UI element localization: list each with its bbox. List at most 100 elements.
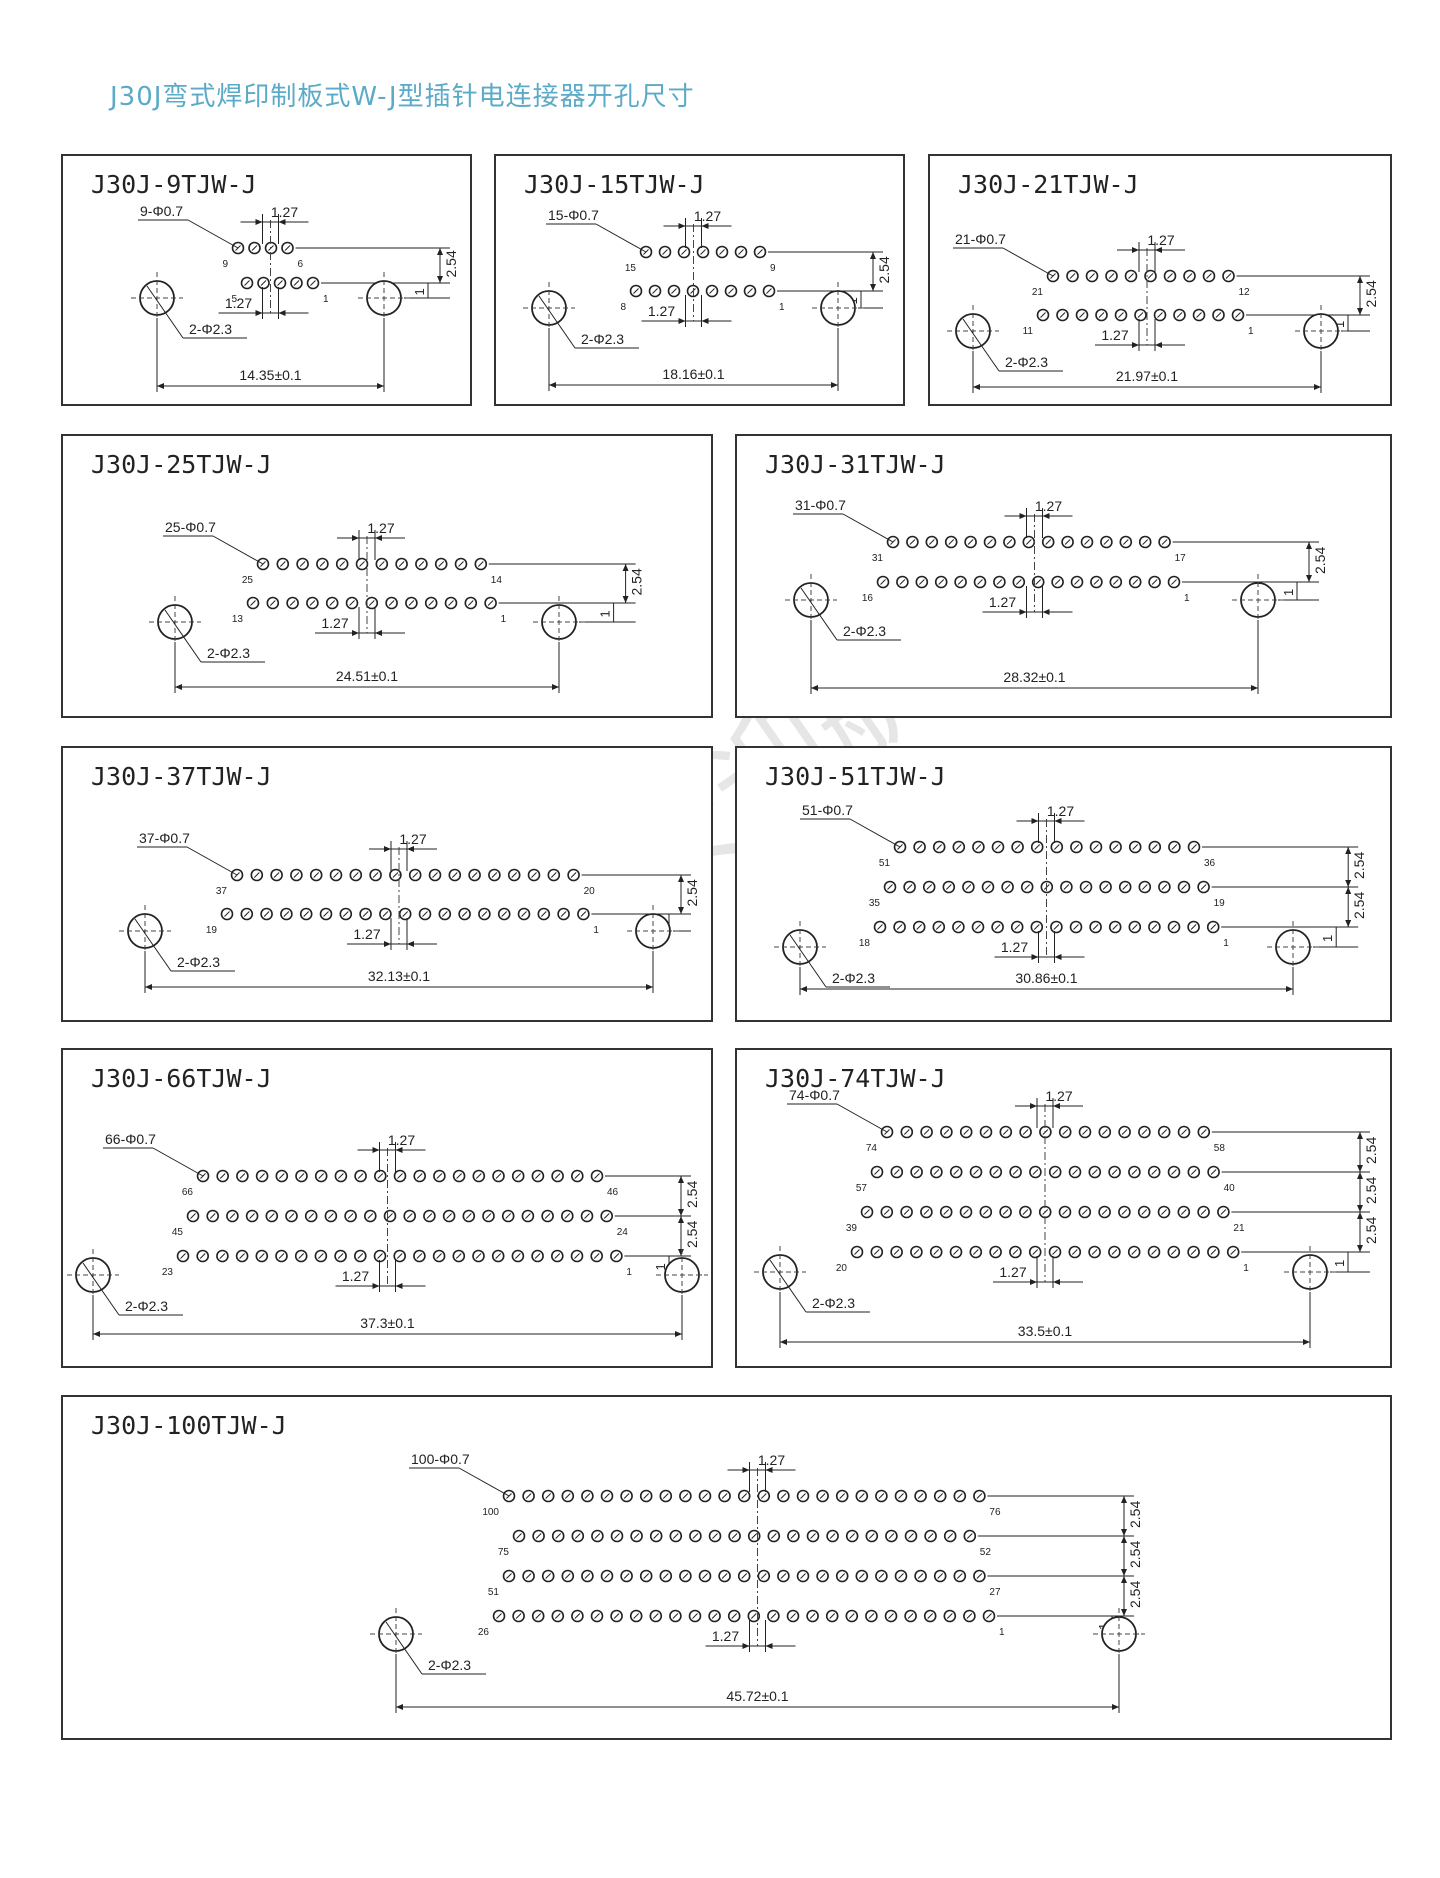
pitch-dimension: 1.27 [1015,1088,1083,1128]
row-pitch-label: 2.54 [1351,892,1367,919]
row-pitch-label: 2.54 [1363,1137,1379,1164]
pin-number-end: 1 [593,925,599,936]
pin-number-start: 16 [862,593,874,604]
pin-diameter-label: 21-Φ0.7 [955,231,1006,247]
overall-width-dimension: 24.51±0.1 [175,668,559,690]
model-label: J30J-37TJW-J [91,762,272,791]
overall-width-dimension: 37.3±0.1 [93,1315,682,1337]
offset-label: 1 [1320,935,1335,942]
pitch-dimension: 1.27 [1016,803,1085,843]
pitch-label: 1.27 [1047,803,1074,819]
overall-width-dimension: 21.97±0.1 [973,368,1321,390]
pitch-dimension-bottom: 1.27 [1095,319,1185,351]
pitch-dimension: 1.27 [357,1132,426,1172]
mount-hole-right [656,1249,708,1340]
pitch-dimension: 1.27 [663,208,732,248]
pin-number-end: 14 [491,575,503,586]
model-label: J30J-15TJW-J [524,170,705,199]
mount-hole-left [67,1249,119,1340]
pin-diameter-leader: 21-Φ0.7 [953,231,1054,277]
pin-diameter-label: 51-Φ0.7 [802,802,853,818]
pitch-dimension: 1.27 [337,520,405,560]
pin-diameter-label: 37-Φ0.7 [139,830,190,846]
pin-diameter-leader: 37-Φ0.7 [137,830,238,876]
offset-label: 1 [598,610,613,617]
pitch-dimension: 1.27 [240,204,309,244]
pin-number-start: 51 [488,1587,500,1598]
mount-diameter-label: 2-Φ2.3 [207,645,250,661]
pitch-label: 1.27 [1035,498,1062,514]
overall-width-label: 24.51±0.1 [336,668,398,684]
pitch-dimension: 1.27 [1004,498,1073,538]
pitch-dimension-bottom: 1.27 [994,931,1085,963]
row-pitch-label: 2.54 [876,256,892,283]
mount-hole-left [947,305,999,393]
pitch-label: 1.27 [1147,232,1174,248]
mount-diameter-leader: 2-Φ2.3 [82,1262,183,1316]
mount-hole-left [370,1608,422,1713]
pin-number-start: 31 [872,553,884,564]
mount-diameter-label: 2-Φ2.3 [843,623,886,639]
pitch-label: 1.27 [999,1264,1026,1280]
mount-diameter-leader: 2-Φ2.3 [385,1621,486,1675]
offset-label: 1 [1332,1260,1347,1267]
overall-width-label: 30.86±0.1 [1015,970,1077,986]
mount-hole-right [1267,921,1319,995]
overall-width-label: 21.97±0.1 [1116,368,1178,384]
row-pitch-label: 2.54 [1127,1541,1143,1568]
pin-number-end: 27 [989,1587,1001,1598]
pin-diameter-leader: 9-Φ0.7 [138,203,239,249]
pin-diameter-leader: 31-Φ0.7 [793,497,894,543]
pin-number-start: 35 [869,898,881,909]
pitch-label: 1.27 [712,1628,739,1644]
model-label: J30J-31TJW-J [765,450,946,479]
pin-diameter-leader: 25-Φ0.7 [163,519,264,565]
pin-number-end: 19 [1214,898,1226,909]
mount-diameter-label: 2-Φ2.3 [581,331,624,347]
model-label: J30J-25TJW-J [91,450,272,479]
row-pitch-label: 2.54 [684,1181,700,1208]
pin-diameter-leader: 15-Φ0.7 [546,207,647,253]
pin-diameter-leader: 66-Φ0.7 [103,1131,204,1177]
pitch-label: 1.27 [1101,327,1128,343]
overall-width-label: 33.5±0.1 [1018,1323,1073,1339]
mount-hole-right [1093,1608,1145,1713]
pitch-label: 1.27 [225,295,252,311]
pin-diameter-label: 25-Φ0.7 [165,519,216,535]
offset-label: 1 [653,1263,668,1270]
mount-hole-left [523,282,575,391]
mount-hole-right [1284,1246,1336,1348]
row-pitch-dimension: 2.541 [295,247,459,299]
pitch-label: 1.27 [271,204,298,220]
pitch-dimension: 1.27 [369,831,437,871]
mount-hole-right [1295,305,1347,393]
pin-diameter-leader: 51-Φ0.7 [800,802,901,848]
pin-diameter-label: 100-Φ0.7 [411,1451,470,1467]
overall-width-dimension: 18.16±0.1 [549,366,838,388]
pin-number-end: 12 [1239,287,1251,298]
pitch-dimension-bottom: 1.27 [347,918,437,950]
mount-diameter-label: 2-Φ2.3 [812,1295,855,1311]
pitch-dimension: 1.27 [727,1452,796,1492]
pin-row: 35 19 [869,880,1226,909]
mount-hole-left [119,905,171,993]
